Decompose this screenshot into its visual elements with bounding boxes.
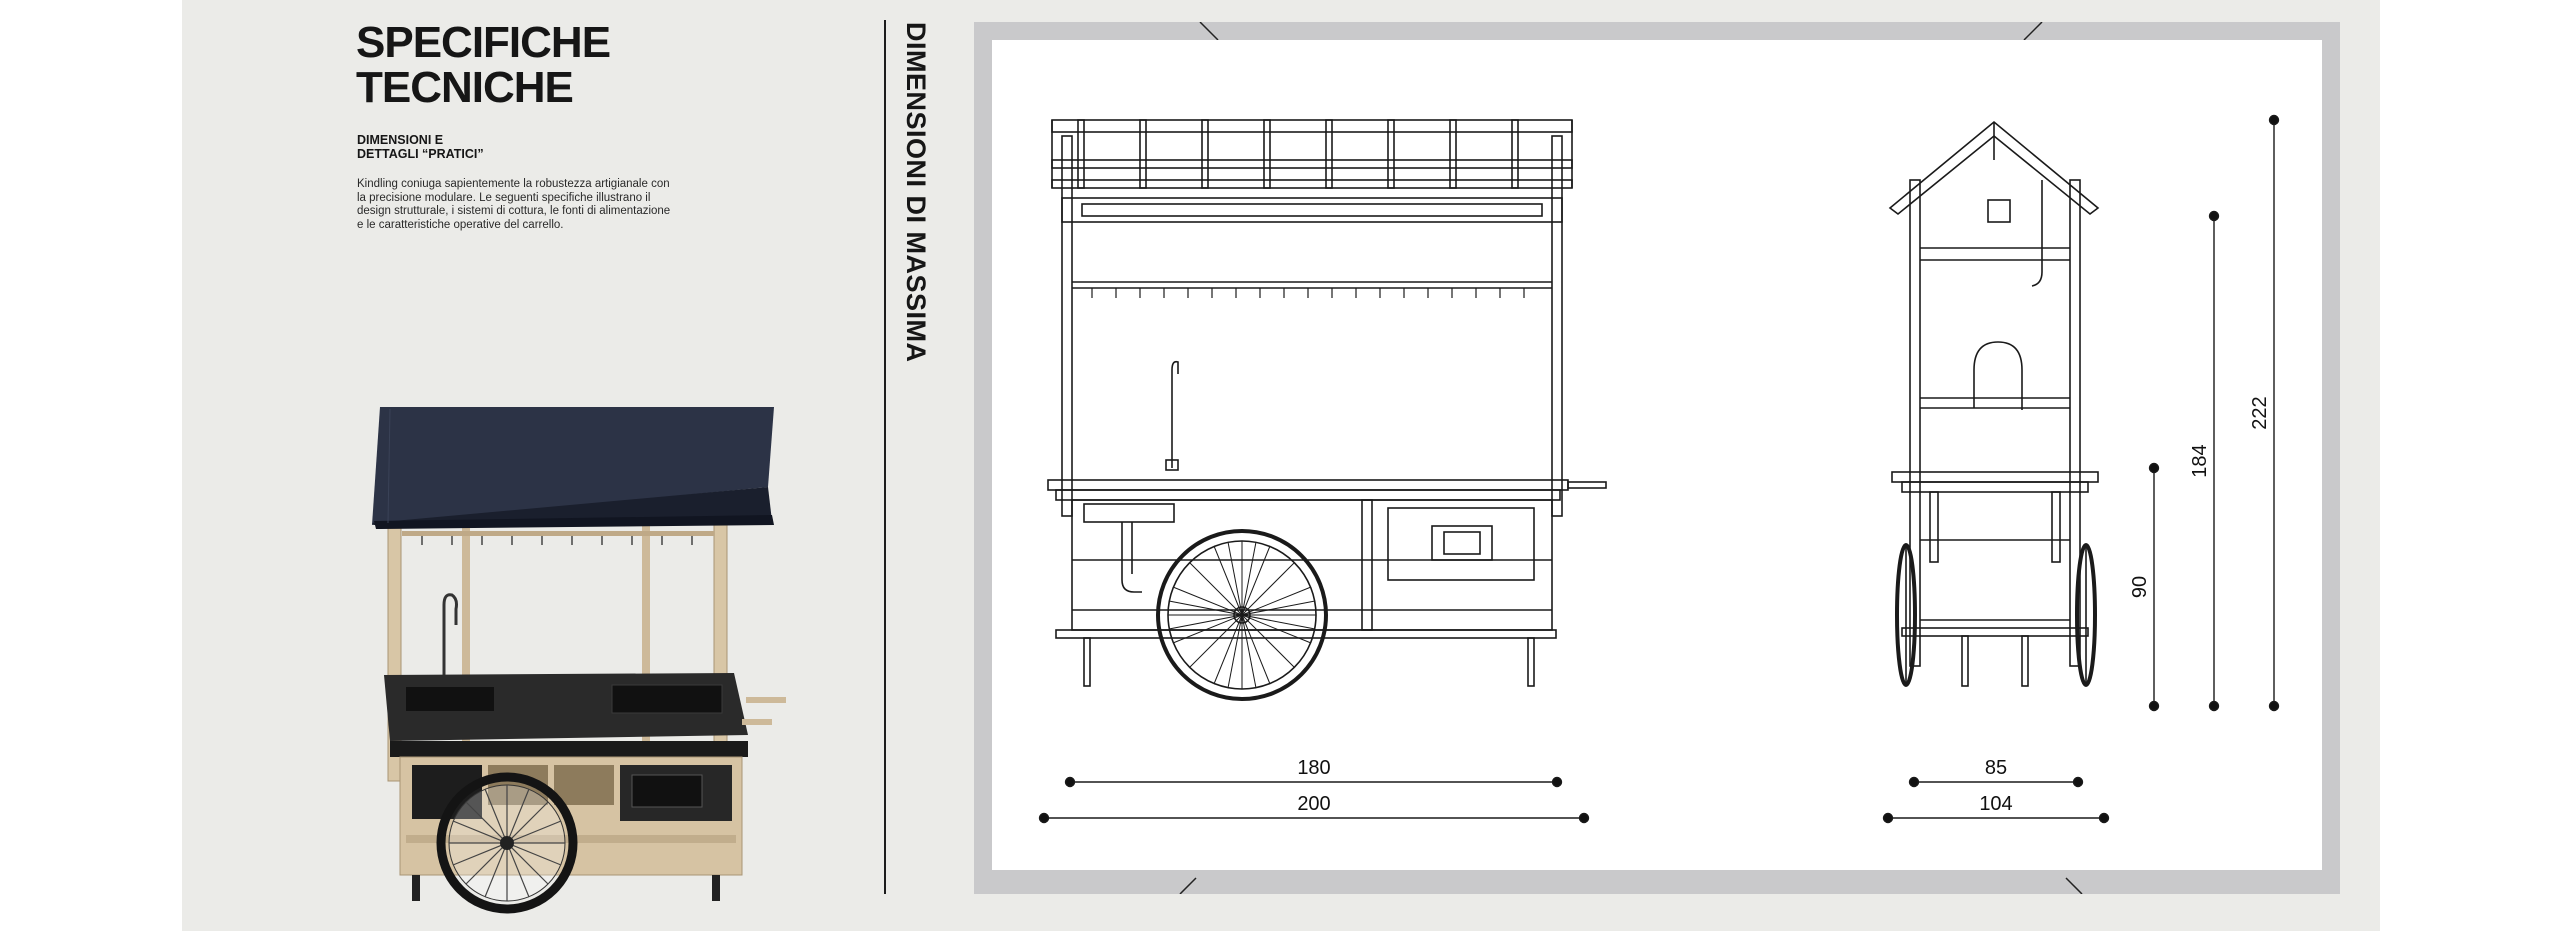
dim-total-height: 222 [2249, 396, 2271, 429]
technical-drawing: 180 200 85 104 90 184 222 [1038, 114, 2280, 824]
technical-drawing-sheet: 180 200 85 104 90 184 222 [992, 40, 2322, 870]
dim-front-inner-width: 180 [1297, 757, 1330, 779]
section-subtitle: DIMENSIONI E DETTAGLI “PRATICI” [357, 133, 484, 161]
dim-frame-height: 184 [2189, 444, 2211, 477]
side-elevation [1888, 120, 2100, 687]
drawing-frame: 180 200 85 104 90 184 222 [974, 22, 2340, 894]
dim-front-outer-width: 200 [1297, 793, 1330, 815]
dimension-labels: 180 200 85 104 90 184 222 [1297, 396, 2271, 815]
cart-illustration [372, 407, 786, 914]
dim-counter-height: 90 [2129, 576, 2151, 598]
divider-line [884, 20, 886, 894]
description-text: Kindling coniuga sapientemente la robust… [357, 178, 671, 231]
dim-side-inner-width: 85 [1985, 757, 2007, 779]
front-elevation [1047, 119, 1607, 701]
dimension-lines [1038, 114, 2280, 824]
frame-corner-marks [1179, 22, 2083, 894]
dim-side-outer-width: 104 [1979, 793, 2012, 815]
page-title: SPECIFICHE TECNICHE [356, 18, 611, 112]
section-title-vertical: DIMENSIONI DI MASSIMA [901, 22, 931, 363]
spec-sheet: SPECIFICHE TECNICHE DIMENSIONI E DETTAGL… [182, 0, 2380, 931]
